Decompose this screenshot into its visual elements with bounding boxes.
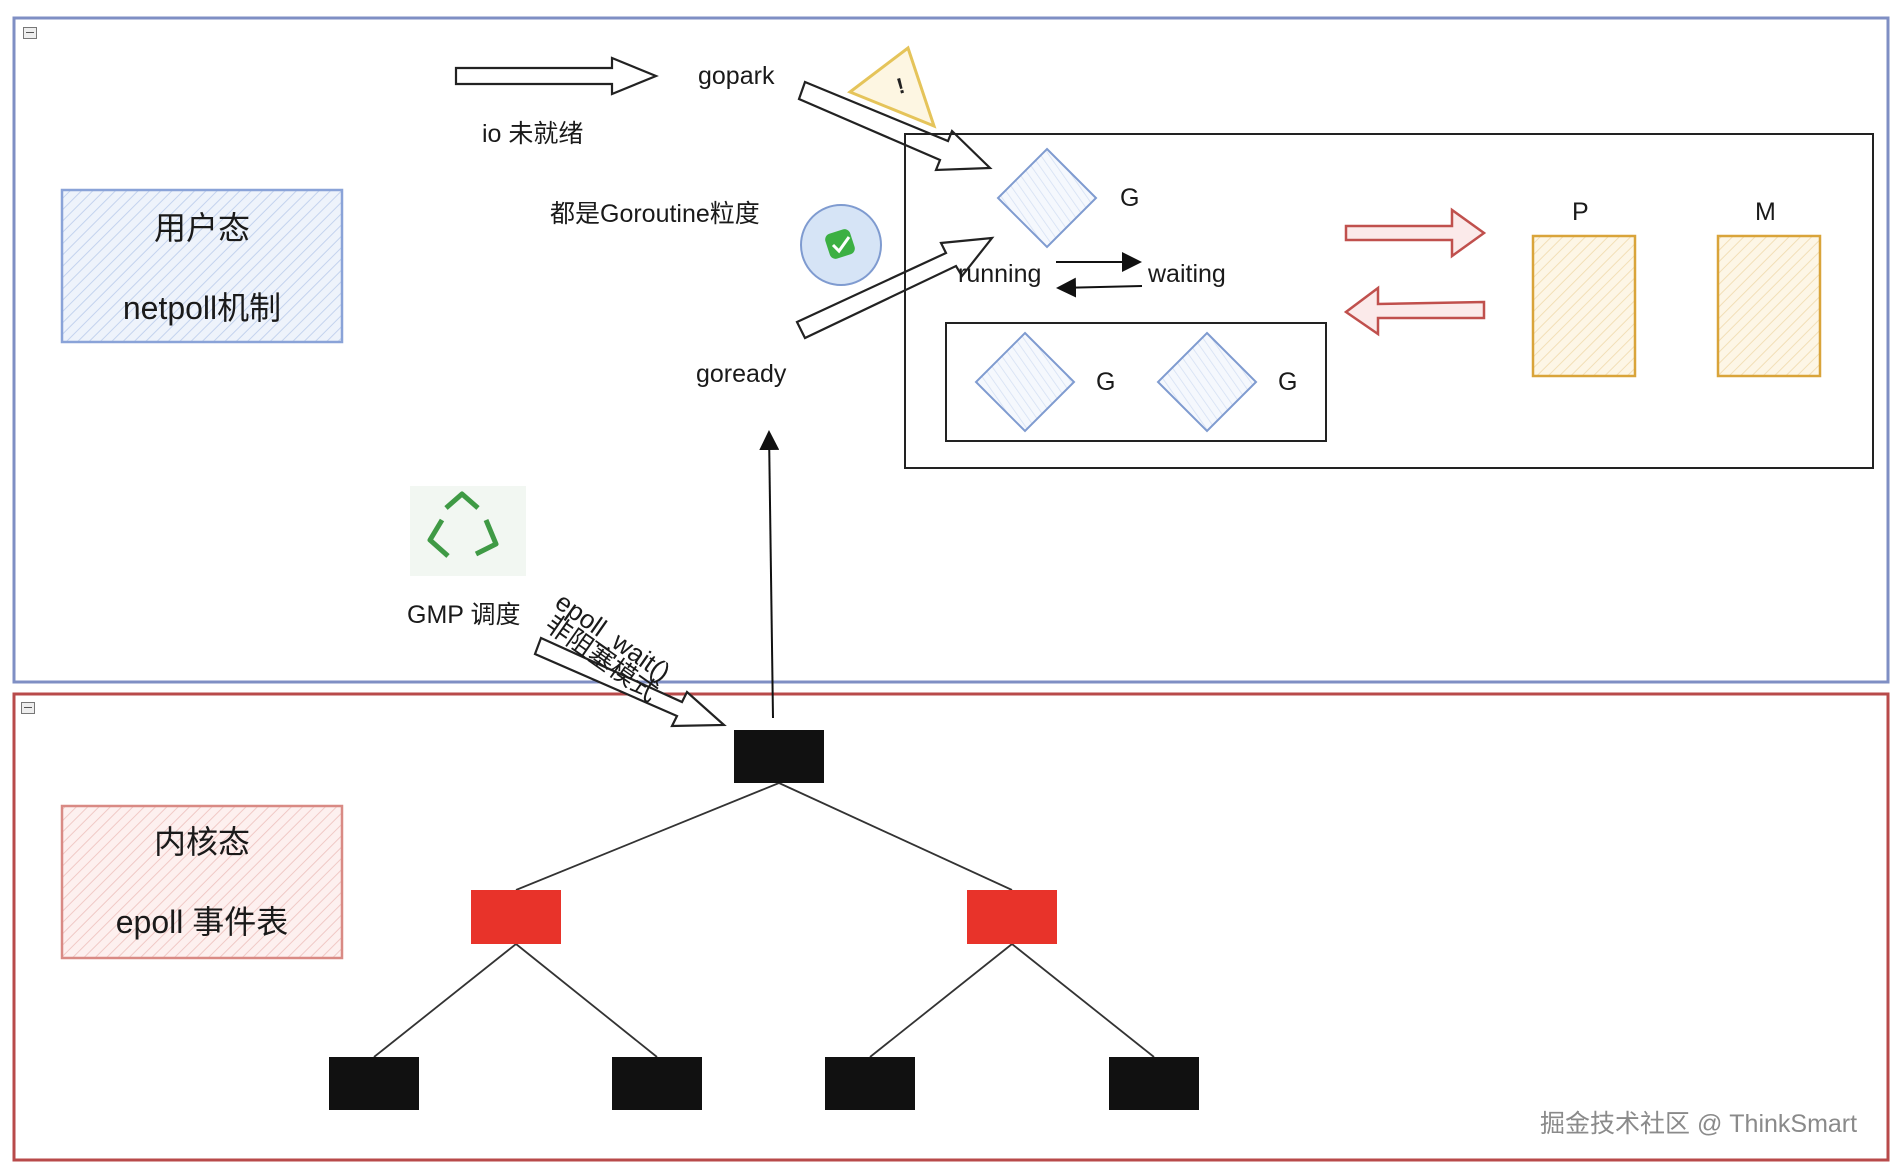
arrow-to-gopark <box>454 56 659 96</box>
kernel-space-subtitle: epoll 事件表 <box>115 904 289 940</box>
arrow-from-p <box>1343 285 1486 337</box>
watermark: 掘金技术社区 @ ThinkSmart <box>1540 1110 1858 1138</box>
tree-red-node-left <box>471 890 561 944</box>
queue-g2-diamond <box>1156 331 1258 433</box>
p-label: P <box>1572 198 1589 226</box>
io-not-ready-label: io 未就绪 <box>482 120 584 148</box>
arrow-goready-to-g <box>795 236 995 340</box>
tree-edge <box>373 943 517 1058</box>
arrow-gopark-to-g <box>797 80 993 172</box>
user-space-frame <box>12 16 1890 684</box>
gopark-label: gopark <box>698 62 775 90</box>
warning-icon: ! <box>846 45 937 129</box>
queue-g1-label: G <box>1096 368 1116 396</box>
recycle-icon <box>410 486 526 576</box>
collapse-kernel-space-icon[interactable] <box>21 702 35 714</box>
tree-edge <box>515 943 658 1058</box>
user-space-subtitle: netpoll机制 <box>122 290 282 326</box>
tree-red-node-right <box>967 890 1057 944</box>
goready-label: goready <box>696 360 787 388</box>
tree-leaf-node <box>612 1057 702 1110</box>
tree-edge <box>778 782 1013 891</box>
tree-leaf-node <box>1109 1057 1199 1110</box>
g-running-diamond <box>996 147 1098 249</box>
tree-leaf-node <box>329 1057 419 1110</box>
run-queue-box <box>945 322 1327 442</box>
m-label: M <box>1755 198 1776 226</box>
tree-root-node <box>734 730 824 783</box>
running-label: running <box>958 260 1042 288</box>
check-badge-icon <box>800 204 882 286</box>
arrow-epoll-wait <box>533 636 727 728</box>
kernel-space-box <box>60 804 344 960</box>
goroutine-granularity-label: 都是Goroutine粒度 <box>550 200 760 228</box>
queue-g1-diamond <box>974 331 1076 433</box>
user-space-box <box>60 188 344 344</box>
user-space-title: 用户态 <box>153 210 250 246</box>
tree-edge <box>515 782 780 891</box>
arrow-to-p <box>1344 207 1487 259</box>
kernel-space-title: 内核态 <box>153 824 250 860</box>
tree-leaf-node <box>825 1057 915 1110</box>
tree-edge <box>869 943 1013 1058</box>
m-box <box>1716 234 1822 378</box>
tree-edge <box>1011 943 1155 1058</box>
waiting-label: waiting <box>1148 260 1226 288</box>
scheduler-container <box>904 133 1874 469</box>
kernel-space-frame <box>12 692 1890 1162</box>
collapse-user-space-icon[interactable] <box>23 27 37 39</box>
p-box <box>1531 234 1637 378</box>
g-running-label: G <box>1120 184 1140 212</box>
waiting-to-running-arrow <box>1056 277 1143 298</box>
queue-g2-label: G <box>1278 368 1298 396</box>
arrow-root-to-goready <box>759 430 780 719</box>
gmp-schedule-label: GMP 调度 <box>407 601 521 629</box>
